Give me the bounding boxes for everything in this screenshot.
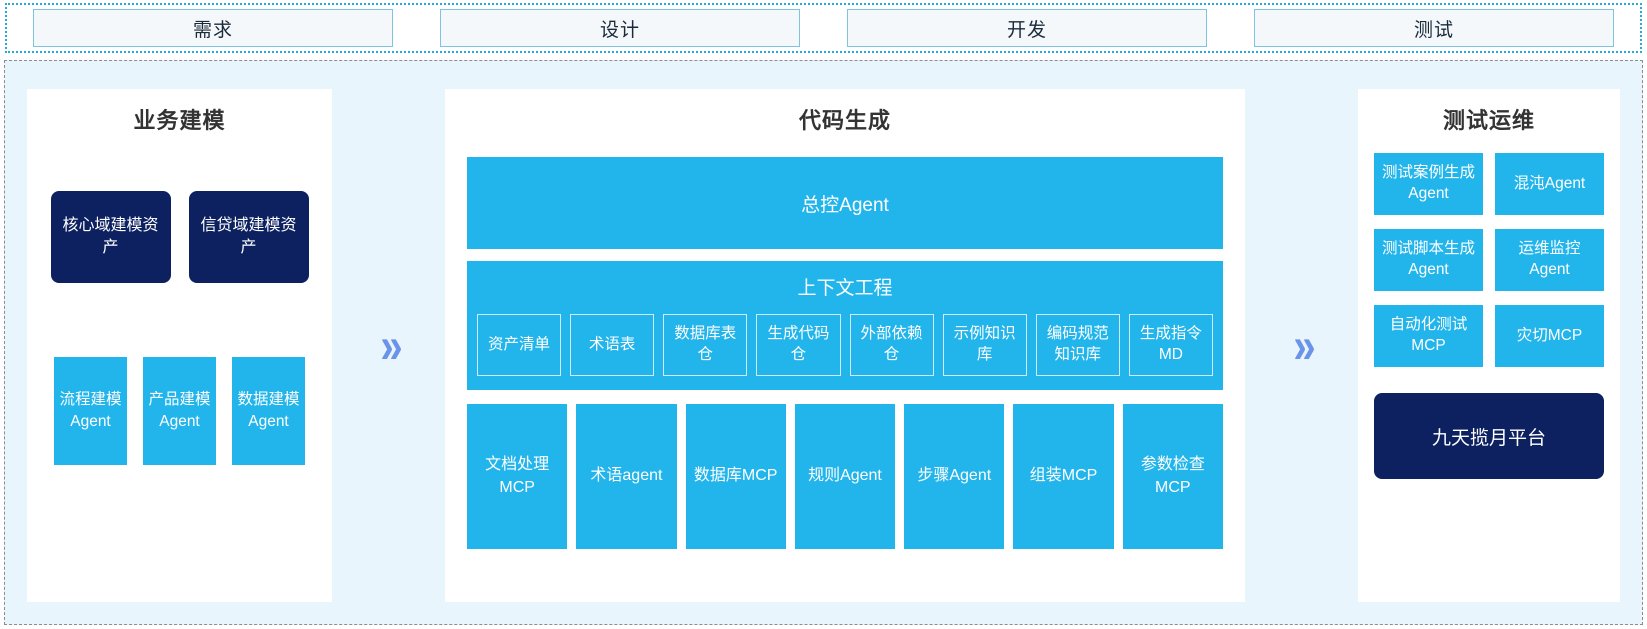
master-agent-label: 总控Agent [801, 194, 889, 216]
tool-rule-agent[interactable]: 规则Agent [794, 404, 896, 549]
phase-box-development[interactable]: 开发 [847, 9, 1207, 47]
ops-monitoring-agent[interactable]: 运维监控Agent [1495, 229, 1604, 291]
context-item-glossary[interactable]: 术语表 [570, 314, 655, 376]
test-ops-body: 测试案例生成Agent 混沌Agent 测试脚本生成Agent 运维监控Agen… [1358, 153, 1620, 479]
tool-document-processing-mcp[interactable]: 文档处理MCP [467, 404, 568, 549]
context-item-generated-code-repo[interactable]: 生成代码仓 [756, 314, 841, 376]
context-item-label: 术语表 [588, 335, 636, 353]
phase-box-design[interactable]: 设计 [440, 9, 800, 47]
context-item-label: 编码规范知识库 [1046, 325, 1109, 363]
asset-core-domain[interactable]: 核心域建模资产 [50, 191, 171, 283]
phase-label: 开发 [1006, 19, 1047, 41]
test-ops-label: 灾切MCP [1516, 326, 1583, 344]
tool-assembly-mcp[interactable]: 组装MCP [1013, 404, 1114, 549]
tool-label: 术语agent [590, 467, 663, 485]
phase-strip: 需求 设计 开发 测试 [5, 3, 1642, 53]
asset-label: 核心域建模资产 [62, 216, 159, 256]
agent-process-modeling[interactable]: 流程建模Agent [54, 357, 127, 465]
tool-database-mcp[interactable]: 数据库MCP [685, 404, 786, 549]
code-generation-body: 总控Agent 上下文工程 资产清单 术语表 数据库表仓 [445, 157, 1245, 549]
automated-test-mcp[interactable]: 自动化测试MCP [1374, 305, 1483, 367]
agent-label: 产品建模Agent [148, 390, 211, 430]
test-ops-label: 测试脚本生成Agent [1381, 240, 1475, 278]
main-canvas: 业务建模 核心域建模资产 信贷域建模资产 流程建模Agent 产品建模Agent… [4, 60, 1643, 625]
test-ops-label: 运维监控Agent [1518, 240, 1581, 278]
test-ops-item-grid: 测试案例生成Agent 混沌Agent 测试脚本生成Agent 运维监控Agen… [1374, 153, 1604, 367]
asset-label: 信贷域建模资产 [200, 216, 297, 256]
panel-code-generation: 代码生成 总控Agent 上下文工程 资产清单 术语表 [445, 89, 1245, 602]
chevron-right-icon-left: » [332, 89, 445, 602]
chevron-glyph: » [1293, 318, 1315, 373]
tool-label: 文档处理MCP [485, 456, 550, 496]
code-generation-tool-list: 文档处理MCP 术语agent 数据库MCP 规则Agent 步骤Agent [467, 404, 1223, 549]
test-ops-label: 自动化测试MCP [1389, 316, 1468, 354]
context-engineering-title: 上下文工程 [797, 278, 893, 299]
context-item-db-table-repo[interactable]: 数据库表仓 [663, 314, 748, 376]
tool-step-agent[interactable]: 步骤Agent [904, 404, 1005, 549]
tool-label: 步骤Agent [917, 467, 992, 485]
agent-data-modeling[interactable]: 数据建模Agent [232, 357, 305, 465]
context-item-example-knowledge-base[interactable]: 示例知识库 [942, 314, 1027, 376]
tool-label: 数据库MCP [693, 467, 778, 485]
chevron-right-icon-right: » [1245, 89, 1358, 602]
phase-label: 需求 [192, 19, 233, 41]
phase-box-requirements[interactable]: 需求 [33, 9, 393, 47]
context-item-generation-instruction-md[interactable]: 生成指令MD [1128, 314, 1213, 376]
tool-label: 组装MCP [1029, 467, 1098, 485]
context-item-label: 生成指令MD [1139, 325, 1202, 363]
chevron-glyph: » [380, 318, 402, 373]
jiutian-lanyue-platform[interactable]: 九天揽月平台 [1374, 393, 1604, 479]
business-asset-group: 核心域建模资产 信贷域建模资产 [27, 191, 332, 283]
phase-label: 设计 [599, 19, 640, 41]
business-agent-group: 流程建模Agent 产品建模Agent 数据建模Agent [27, 357, 332, 465]
context-item-coding-standard-knowledge-base[interactable]: 编码规范知识库 [1035, 314, 1120, 376]
chaos-agent[interactable]: 混沌Agent [1495, 153, 1604, 215]
context-item-label: 生成代码仓 [767, 325, 830, 363]
panel-business-modeling: 业务建模 核心域建模资产 信贷域建模资产 流程建模Agent 产品建模Agent… [27, 89, 332, 602]
panel-test-ops: 测试运维 测试案例生成Agent 混沌Agent 测试脚本生成Agent 运维监… [1358, 89, 1620, 602]
context-item-label: 数据库表仓 [674, 325, 737, 363]
master-control-agent[interactable]: 总控Agent [467, 157, 1223, 249]
context-item-label: 资产清单 [488, 335, 551, 353]
phase-box-testing[interactable]: 测试 [1254, 9, 1614, 47]
asset-credit-domain[interactable]: 信贷域建模资产 [188, 191, 309, 283]
test-ops-label: 测试案例生成Agent [1381, 164, 1475, 202]
test-case-generation-agent[interactable]: 测试案例生成Agent [1374, 153, 1483, 215]
platform-label: 九天揽月平台 [1431, 427, 1546, 449]
context-engineering-block: 上下文工程 资产清单 术语表 数据库表仓 生成代码仓 [467, 261, 1223, 390]
agent-label: 数据建模Agent [237, 390, 300, 430]
context-item-list: 资产清单 术语表 数据库表仓 生成代码仓 外部依赖仓 [477, 314, 1213, 376]
agent-label: 流程建模Agent [59, 390, 122, 430]
tool-glossary-agent[interactable]: 术语agent [576, 404, 677, 549]
tool-parameter-check-mcp[interactable]: 参数检查MCP [1122, 404, 1223, 549]
test-script-generation-agent[interactable]: 测试脚本生成Agent [1374, 229, 1483, 291]
phase-label: 测试 [1413, 19, 1454, 41]
context-item-label: 示例知识库 [953, 325, 1016, 363]
tool-label: 规则Agent [808, 467, 882, 485]
page-title-business-modeling: 业务建模 [133, 108, 226, 133]
agent-product-modeling[interactable]: 产品建模Agent [143, 357, 216, 465]
context-item-asset-inventory[interactable]: 资产清单 [477, 314, 562, 376]
disaster-recovery-mcp[interactable]: 灾切MCP [1495, 305, 1604, 367]
context-item-label: 外部依赖仓 [860, 325, 923, 363]
test-ops-label: 混沌Agent [1513, 174, 1586, 192]
page-title-test-ops: 测试运维 [1442, 108, 1535, 133]
context-item-external-dependency-repo[interactable]: 外部依赖仓 [849, 314, 934, 376]
tool-label: 参数检查MCP [1140, 456, 1205, 496]
page-title-code-generation: 代码生成 [798, 108, 891, 133]
